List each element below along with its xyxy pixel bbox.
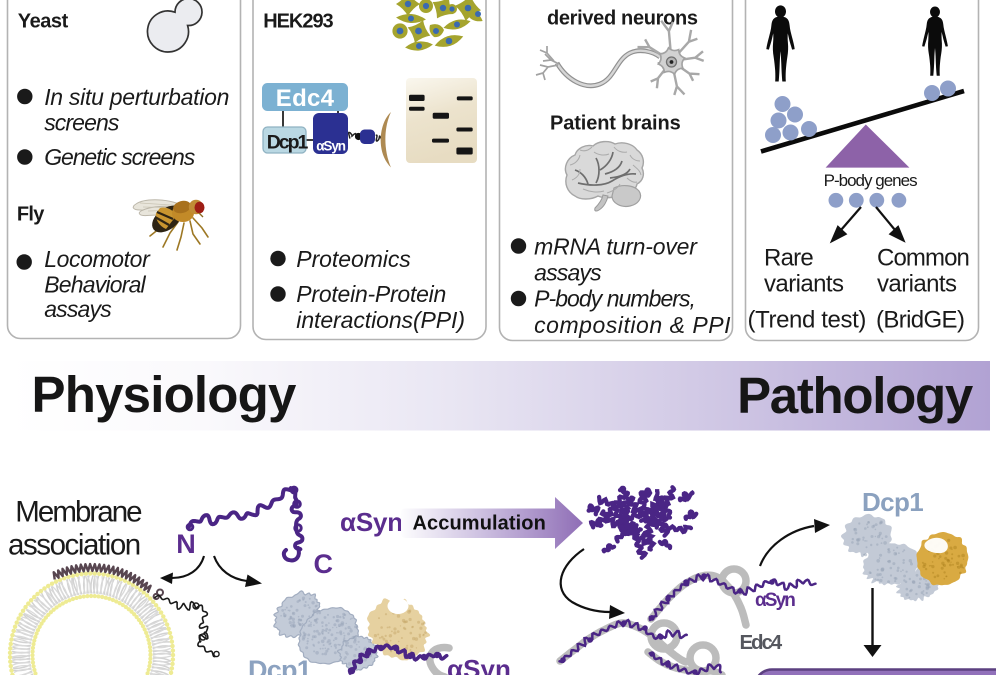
svg-text:assays: assays (44, 296, 112, 322)
svg-text:Dcp1: Dcp1 (267, 132, 309, 154)
svg-text:Membrane: Membrane (15, 495, 142, 528)
svg-text:assays: assays (534, 260, 602, 286)
svg-text:association: association (8, 528, 140, 561)
svg-text:αSyn: αSyn (447, 654, 511, 675)
svg-text:Protein-Protein: Protein-Protein (296, 281, 446, 307)
svg-text:Pathology: Pathology (737, 367, 974, 424)
svg-text:Yeast: Yeast (18, 11, 69, 33)
svg-text:HEK293: HEK293 (263, 11, 333, 33)
svg-text:Common: Common (877, 244, 969, 271)
svg-text:screens: screens (44, 110, 120, 136)
svg-text:Genetic screens: Genetic screens (44, 144, 196, 170)
svg-text:Edc4: Edc4 (740, 631, 783, 654)
svg-text:(BridGE): (BridGE) (876, 307, 964, 334)
svg-text:Dcp1: Dcp1 (248, 655, 312, 675)
svg-text:(Trend test): (Trend test) (748, 307, 866, 334)
svg-text:Accumulation: Accumulation (413, 513, 546, 535)
svg-text:C: C (314, 549, 334, 579)
svg-text:Patient brains: Patient brains (550, 112, 681, 134)
svg-text:P-body genes: P-body genes (824, 171, 918, 190)
svg-text:αSyn: αSyn (316, 139, 346, 154)
svg-text:composition & PPI: composition & PPI (534, 312, 731, 338)
svg-text:αSyn: αSyn (755, 590, 795, 611)
svg-text:variants: variants (764, 271, 844, 298)
svg-text:Locomotor: Locomotor (44, 246, 151, 272)
svg-text:αSyn: αSyn (340, 507, 403, 537)
svg-text:N: N (176, 529, 196, 559)
svg-text:Rare: Rare (764, 244, 813, 271)
svg-text:derived neurons: derived neurons (547, 8, 698, 30)
svg-text:In situ perturbation: In situ perturbation (44, 84, 229, 110)
svg-text:Physiology: Physiology (32, 366, 297, 423)
svg-text:Dcp1: Dcp1 (862, 487, 923, 517)
svg-text:mRNA turn-over: mRNA turn-over (534, 233, 698, 259)
svg-text:variants: variants (877, 271, 957, 298)
svg-text:Proteomics: Proteomics (296, 246, 411, 272)
svg-text:P-body numbers,: P-body numbers, (534, 286, 695, 312)
svg-text:Fly: Fly (17, 204, 45, 226)
svg-text:Edc4: Edc4 (276, 85, 335, 112)
svg-text:Behavioral: Behavioral (44, 272, 146, 298)
svg-text:interactions(PPI): interactions(PPI) (296, 307, 465, 333)
